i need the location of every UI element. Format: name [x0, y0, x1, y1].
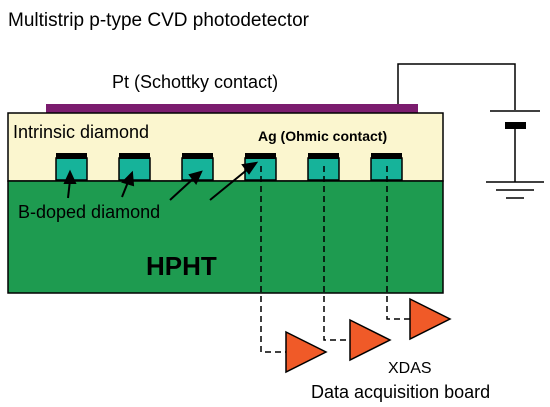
arrow-3-head [188, 170, 203, 185]
b-doped-strip-1 [55, 153, 88, 181]
label-arrows [63, 161, 259, 201]
arrow-3 [169, 177, 195, 201]
xdas-label: XDAS [388, 360, 432, 377]
ag-cap-3 [182, 153, 213, 159]
amplifier-icon [409, 297, 452, 341]
ag-contact-label: Ag (Ohmic contact) [258, 128, 387, 144]
amplifier-icon [349, 318, 392, 362]
arrow-2-head [121, 170, 135, 187]
signal-line-1 [260, 166, 286, 353]
signal-lines [260, 166, 410, 353]
intrinsic-diamond-label: Intrinsic diamond [13, 122, 149, 142]
signal-line-2 [323, 166, 350, 341]
bias-wire [397, 63, 516, 110]
pt-contact-label: Pt (Schottky contact) [112, 72, 278, 92]
b-doped-label: B-doped diamond [18, 202, 160, 222]
arrow-2 [121, 181, 129, 198]
arrow-4 [209, 168, 249, 201]
hpht-label: HPHT [146, 251, 217, 281]
signal-line-3 [386, 166, 410, 320]
ag-cap-5 [308, 153, 339, 159]
bias-circuit [397, 63, 544, 199]
b-doped-strip-2 [118, 153, 151, 181]
ag-cap-6 [371, 153, 402, 159]
ag-cap-4 [245, 153, 276, 159]
amplifier-icon [285, 330, 328, 374]
ag-cap-2 [119, 153, 150, 159]
ag-cap-1 [56, 153, 87, 159]
diagram-title: Multistrip p-type CVD photodetector [8, 10, 310, 31]
arrow-4-head [241, 161, 259, 175]
battery-plate [505, 122, 526, 129]
pt-contact-layer [46, 104, 418, 113]
arrow-1-head [63, 169, 77, 184]
board-label: Data acquisition board [311, 382, 490, 402]
hpht-substrate [7, 180, 444, 294]
ground-icon [486, 181, 544, 199]
